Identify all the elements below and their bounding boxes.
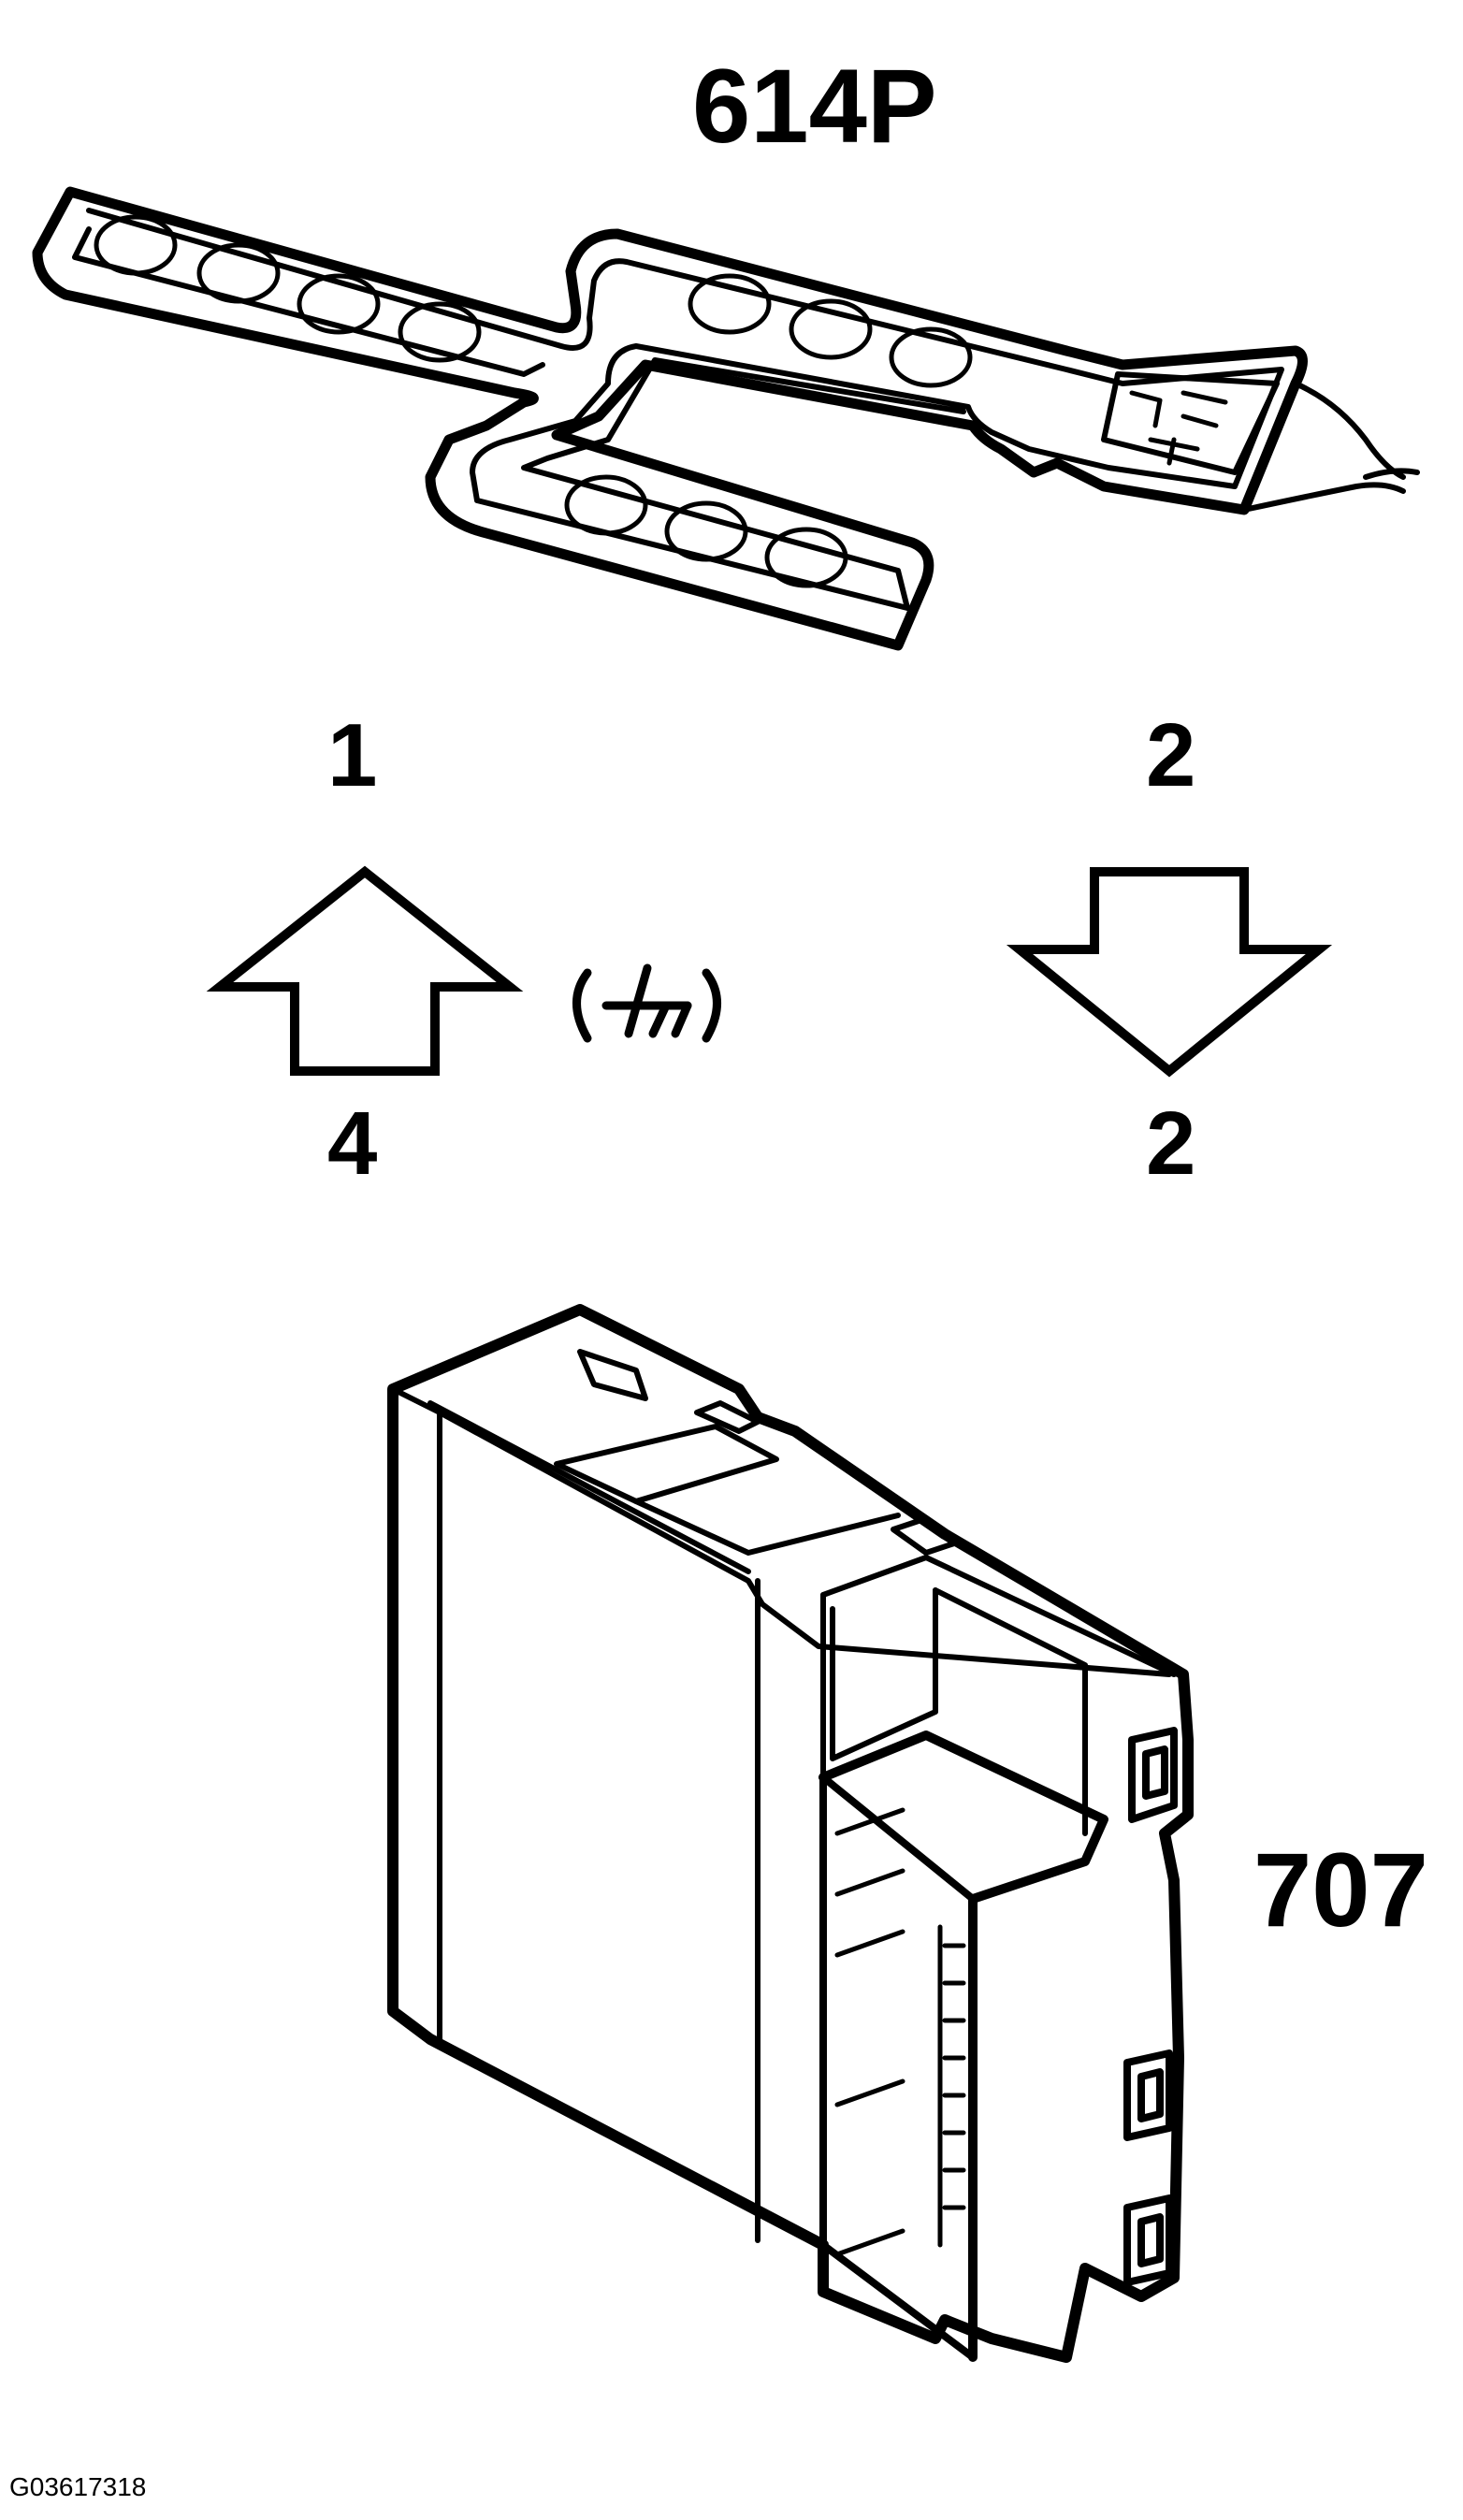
seat-occupancy-sensor-mat-icon <box>32 186 1420 651</box>
figure-reference: G03617318 <box>9 2472 147 2501</box>
arrow-down-icon <box>1006 867 1333 1078</box>
ground-icon <box>572 963 721 1043</box>
control-module-icon <box>387 1304 1194 2363</box>
pin-label-2-bottom: 2 <box>1146 1093 1196 1194</box>
component-label-614p: 614P <box>692 48 937 165</box>
pin-label-1: 1 <box>327 705 378 805</box>
pin-label-4: 4 <box>327 1093 378 1194</box>
component-label-707: 707 <box>1253 1832 1428 1948</box>
pin-label-2-top: 2 <box>1146 705 1196 805</box>
arrow-up-icon <box>206 865 524 1076</box>
